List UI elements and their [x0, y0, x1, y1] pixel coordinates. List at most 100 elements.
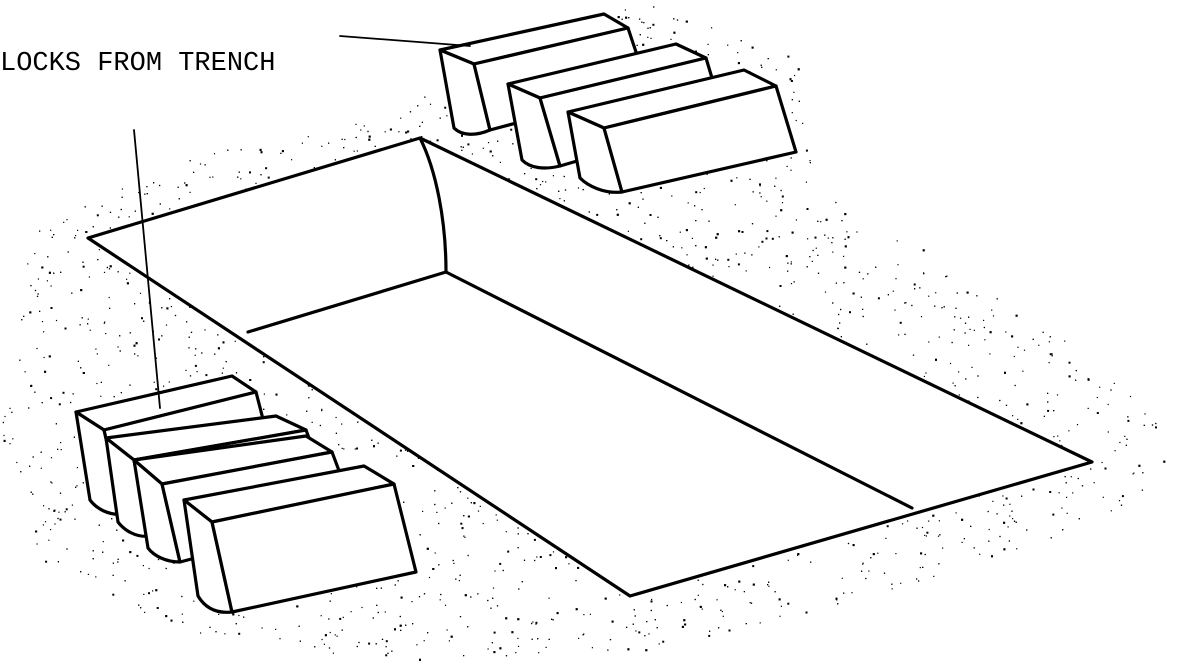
stipple-dot: [451, 503, 452, 504]
stipple-dot: [918, 580, 919, 581]
stipple-dot: [49, 272, 51, 274]
stipple-dot: [708, 44, 709, 45]
stipple-dot: [692, 238, 693, 239]
stipple-dot: [109, 308, 110, 309]
stipple-dot: [534, 539, 536, 541]
stipple-dot: [71, 293, 72, 294]
stipple-dot: [568, 563, 569, 564]
stipple-dot: [1103, 497, 1104, 498]
stipple-dot: [1088, 379, 1090, 381]
stipple-dot: [104, 323, 105, 324]
stipple-dot: [398, 580, 399, 581]
stipple-dot: [110, 212, 111, 213]
stipple-dot: [282, 150, 284, 152]
stipple-dot: [41, 468, 42, 469]
stipple-dot: [440, 118, 441, 119]
stipple-dot: [956, 512, 957, 513]
stipple-dot: [57, 518, 58, 519]
stipple-dot: [865, 578, 866, 579]
stipple-dot: [35, 290, 36, 291]
stipple-dot: [704, 188, 705, 189]
stipple-dot: [143, 594, 144, 595]
stipple-dot: [110, 227, 111, 228]
stipple-dot: [263, 356, 264, 357]
stipple-dot: [140, 293, 141, 294]
stipple-dot: [398, 131, 399, 132]
stipple-dot: [928, 341, 929, 342]
stipple-dot: [540, 184, 541, 185]
stipple-dot: [849, 311, 851, 313]
stipple-dot: [1006, 498, 1008, 500]
stipple-dot: [446, 115, 447, 116]
stipple-dot: [1121, 505, 1122, 506]
stipple-dot: [343, 147, 344, 148]
stipple-dot: [261, 151, 263, 153]
stipple-dot: [791, 157, 792, 158]
stipple-dot: [356, 137, 357, 138]
stipple-dot: [226, 361, 227, 362]
stipple-dot: [1002, 495, 1003, 496]
stipple-dot: [51, 307, 53, 309]
stipple-dot: [873, 553, 875, 555]
stipple-dot: [218, 347, 220, 349]
stipple-dot: [644, 635, 645, 636]
stipple-dot: [659, 235, 660, 236]
stipple-dot: [471, 502, 472, 503]
stipple-dot: [695, 220, 696, 221]
stipple-dot: [243, 617, 244, 618]
stipple-dot: [708, 635, 710, 637]
stipple-dot: [712, 276, 713, 277]
stipple-dot: [93, 558, 94, 559]
stipple-dot: [447, 629, 448, 630]
stipple-dot: [1088, 408, 1089, 409]
annotation-label: LOCKS FROM TRENCH: [0, 49, 275, 79]
stipple-dot: [137, 355, 138, 356]
stipple-dot: [780, 209, 782, 211]
stipple-dot: [483, 148, 484, 149]
stipple-dot: [35, 531, 37, 533]
stipple-dot: [127, 282, 129, 284]
stipple-dot: [99, 525, 100, 526]
stipple-dot: [965, 323, 966, 324]
stipple-dot: [11, 412, 12, 413]
stipple-dot: [650, 214, 652, 216]
stipple-dot: [407, 131, 409, 133]
stipple-dot: [977, 375, 978, 376]
stipple-dot: [268, 177, 270, 179]
stipple-dot: [505, 617, 507, 619]
stipple-dot: [891, 584, 892, 585]
stipple-dot: [950, 363, 951, 364]
stipple-dot: [1024, 350, 1025, 351]
stipple-dot: [122, 197, 123, 198]
stipple-dot: [342, 448, 343, 449]
stipple-dot: [537, 638, 538, 639]
stipple-dot: [796, 120, 797, 121]
stipple-dot: [536, 556, 537, 557]
stipple-dot: [400, 616, 401, 617]
stipple-dot: [33, 456, 34, 457]
stipple-dot: [583, 189, 584, 190]
stipple-dot: [990, 331, 992, 333]
stipple-dot: [412, 623, 413, 624]
stipple-dot: [729, 630, 731, 632]
stipple-dot: [367, 131, 368, 132]
stipple-dot: [50, 230, 51, 231]
stipple-dot: [577, 567, 579, 569]
stipple-dot: [217, 334, 218, 335]
stipple-dot: [681, 247, 682, 248]
stipple-dot: [1017, 347, 1018, 348]
stipple-dot: [437, 139, 439, 141]
stipple-dot: [941, 307, 942, 308]
stipple-dot: [186, 321, 187, 322]
stipple-dot: [114, 396, 115, 397]
stipple-dot: [728, 266, 729, 267]
stipple-dot: [396, 456, 397, 457]
stipple-dot: [129, 551, 131, 553]
stipple-dot: [385, 654, 387, 656]
stipple-dot: [1062, 529, 1063, 530]
stipple-dot: [968, 345, 969, 346]
stipple-dot: [224, 633, 225, 634]
stipple-dot: [768, 586, 769, 587]
stipple-dot: [863, 563, 864, 564]
stipple-dot: [590, 614, 591, 615]
